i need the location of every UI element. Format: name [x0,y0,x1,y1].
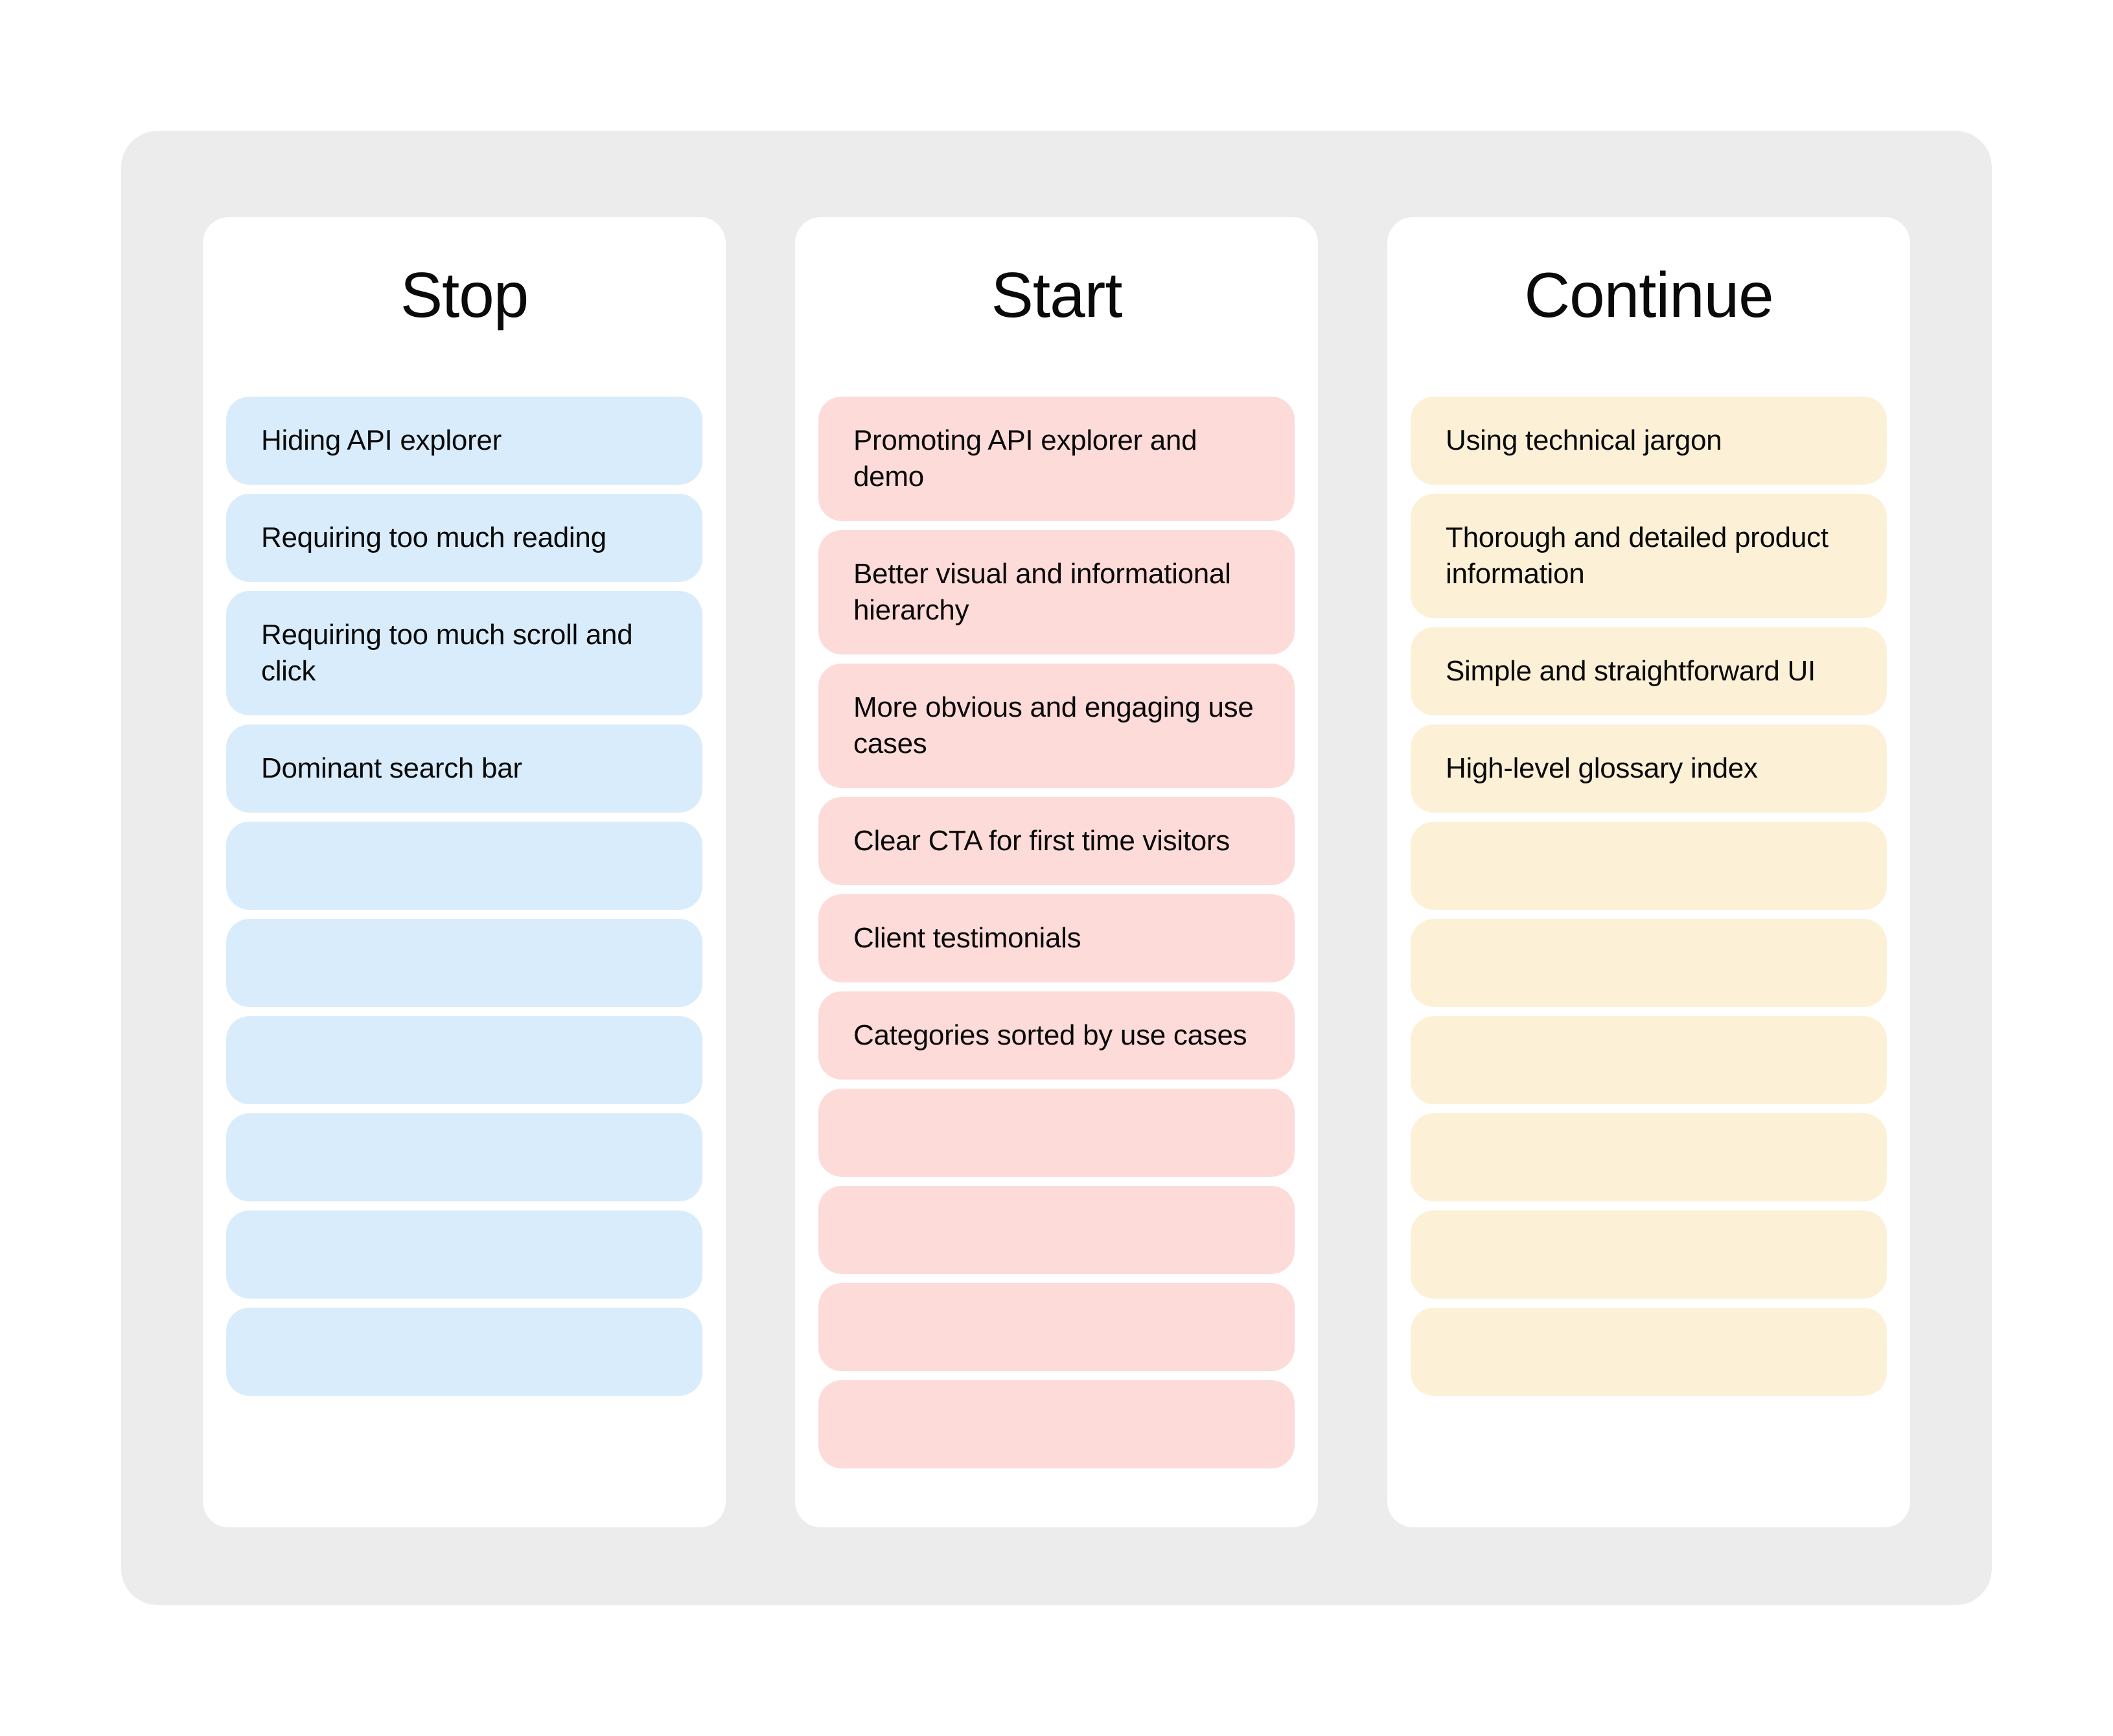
empty-card[interactable] [226,1210,702,1299]
empty-card[interactable] [1411,918,1887,1007]
empty-card[interactable] [1411,821,1887,910]
empty-card[interactable] [1411,1113,1887,1201]
card[interactable]: Categories sorted by use cases [818,991,1295,1080]
empty-card[interactable] [818,1088,1295,1177]
card[interactable]: Requiring too much reading [226,493,702,582]
card[interactable]: Thorough and detailed product informatio… [1411,493,1887,618]
card[interactable]: Better visual and informational hierarch… [818,529,1295,654]
card[interactable]: Using technical jargon [1411,396,1887,485]
card[interactable]: Dominant search bar [226,724,702,813]
column-title-start: Start [991,259,1123,330]
column-title-continue: Continue [1524,259,1773,330]
card[interactable]: Requiring too much scroll and click [226,590,702,715]
card[interactable]: Promoting API explorer and demo [818,396,1295,521]
empty-card[interactable] [226,918,702,1007]
card[interactable]: Simple and straightforward UI [1411,627,1887,715]
empty-card[interactable] [226,821,702,910]
card[interactable]: Client testimonials [818,894,1295,982]
card[interactable]: Clear CTA for first time visitors [818,796,1295,885]
empty-card[interactable] [226,1113,702,1201]
card[interactable]: More obvious and engaging use cases [818,663,1295,788]
card[interactable]: High-level glossary index [1411,724,1887,813]
empty-card[interactable] [226,1307,702,1396]
card[interactable]: Hiding API explorer [226,396,702,485]
empty-card[interactable] [818,1380,1295,1468]
empty-card[interactable] [818,1282,1295,1371]
empty-card[interactable] [1411,1307,1887,1396]
empty-card[interactable] [1411,1210,1887,1299]
empty-card[interactable] [226,1015,702,1104]
column-title-stop: Stop [400,259,529,330]
empty-card[interactable] [818,1185,1295,1274]
empty-card[interactable] [1411,1015,1887,1104]
